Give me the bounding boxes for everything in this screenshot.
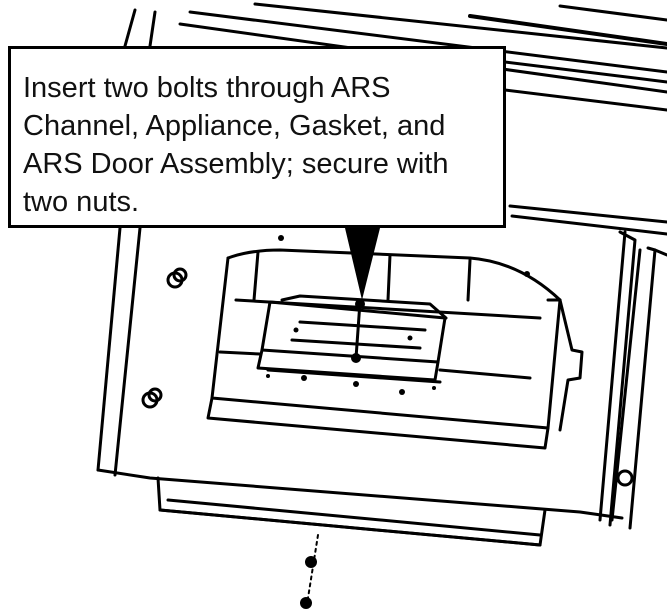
instruction-line: Channel, Appliance, Gasket, and xyxy=(23,110,446,142)
bolt-head xyxy=(355,299,365,309)
ars-channel xyxy=(256,294,448,384)
instruction-line: two nuts. xyxy=(23,186,140,218)
instruction-callout: Insert two bolts through ARS Channel, Ap… xyxy=(8,46,506,228)
gasket xyxy=(156,476,547,547)
appliance-panel xyxy=(96,226,667,530)
bolt-head xyxy=(351,353,361,363)
instruction-line: ARS Door Assembly; secure with xyxy=(23,148,449,180)
bolt-path xyxy=(307,300,362,599)
ars-door-assembly xyxy=(206,248,584,450)
nut xyxy=(300,597,312,609)
top-panel xyxy=(123,2,667,236)
instruction-line: Insert two bolts through ARS xyxy=(23,72,391,104)
pointer-arrow xyxy=(345,228,380,300)
nut xyxy=(305,556,317,568)
